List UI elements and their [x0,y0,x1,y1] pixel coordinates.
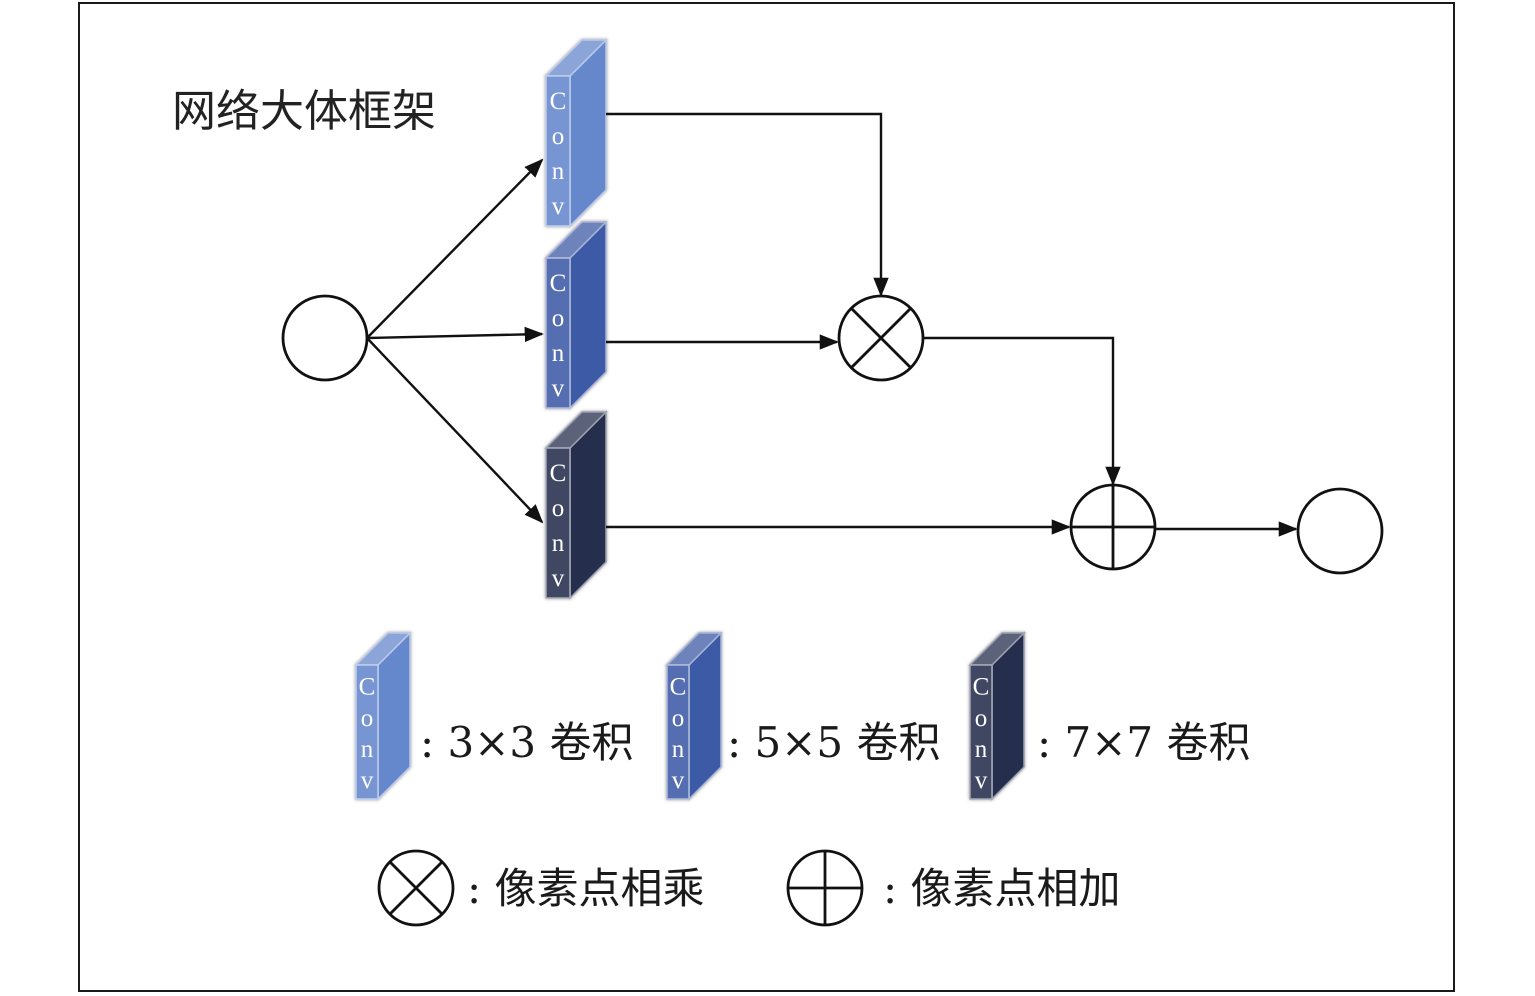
multiply-node [837,294,925,382]
conv-letter: C [359,674,376,701]
arrow-input-to-conv3x3 [366,158,544,339]
conv-letter: n [361,736,374,763]
arrow-multiply-to-add [923,336,1121,486]
conv-letter: C [550,460,567,487]
conv-letter: n [552,158,565,185]
conv-letter: v [552,193,565,220]
legend-add-label: : 像素点相加 [883,864,1121,913]
multiply-icon [377,849,455,927]
arrow-input-to-conv5x5 [366,326,544,343]
conv-letter: v [672,767,685,794]
legend-conv7x7-label: : 7×7 卷积 [1037,718,1251,767]
conv-letter: o [552,123,565,150]
conv-letter: n [672,736,685,763]
output-node [1296,487,1384,575]
conv-letter: C [550,88,567,115]
conv-letter: o [672,705,685,732]
conv-letter: n [552,340,565,367]
conv-letter: C [973,674,990,701]
arrow-conv3x3-to-multiply [606,112,889,297]
conv-letter: o [361,705,374,732]
conv-letter: n [552,530,565,557]
conv-letter: o [552,495,565,522]
conv-letter: C [670,674,687,701]
conv-letter: v [975,767,988,794]
conv-letter: v [361,767,374,794]
diagram-title: 网络大体框架 [172,86,436,137]
conv-letter: v [552,565,565,592]
conv-letter: C [550,270,567,297]
conv-letter: n [975,736,988,763]
arrow-input-to-conv7x7 [366,337,544,524]
conv-letter: o [975,705,988,732]
add-node [1069,483,1157,571]
legend-multiply-label: : 像素点相乘 [467,864,705,913]
conv-letter: v [552,375,565,402]
input-node [281,294,369,382]
conv-letter: o [552,305,565,332]
legend-conv5x5-label: : 5×5 卷积 [727,718,941,767]
add-icon [786,849,864,927]
diagram-frame [78,2,1455,992]
legend-conv3x3-label: : 3×3 卷积 [420,718,634,767]
